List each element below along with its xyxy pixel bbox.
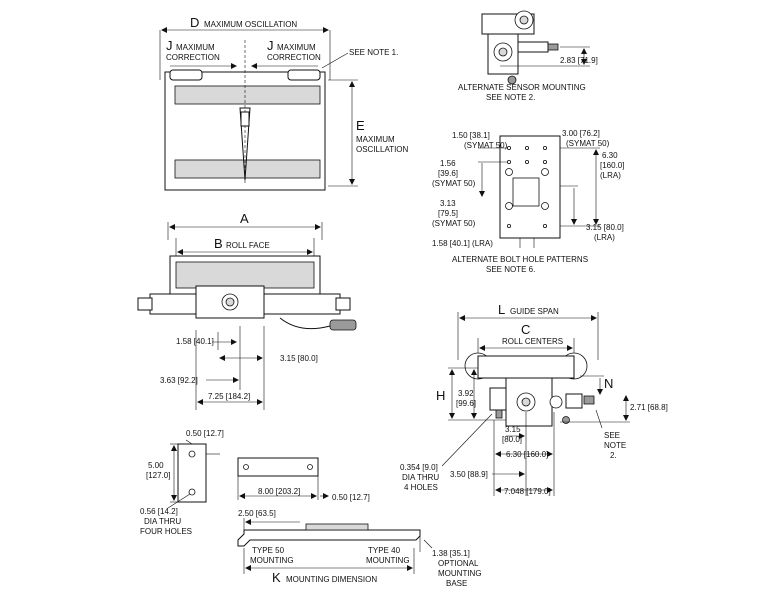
bolt-pattern-view: 1.50 [38.1] (SYMAT 50) 3.00 [76.2] (SYMA… — [432, 129, 624, 274]
j-left-label-1: MAXIMUM — [176, 43, 215, 52]
j-left-label-2: CORRECTION — [166, 53, 220, 62]
dim-250: 2.50 [63.5] — [238, 509, 276, 518]
end-view: L GUIDE SPAN C ROLL CENTERS H 3.92 [99.6… — [400, 302, 668, 496]
dim-313-a: 3.13 — [440, 199, 456, 208]
dim-150-sub: (SYMAT 50) — [464, 141, 508, 150]
dim-138-b: OPTIONAL — [438, 559, 479, 568]
base-plate-view: 0.50 [12.7] 5.00 [127.0] 0.56 [14.2] DIA… — [140, 429, 482, 588]
dim-283: 2.83 [71.9] — [560, 56, 598, 65]
n-dimension-letter: N — [604, 376, 613, 391]
j-left-letter: J — [166, 38, 173, 53]
dim-156-c: (SYMAT 50) — [432, 179, 476, 188]
e-dimension-letter: E — [356, 118, 365, 133]
dim-300: 3.00 [76.2] — [562, 129, 600, 138]
see-note-1: SEE NOTE 1. — [349, 48, 398, 57]
d-dimension-letter: D — [190, 15, 199, 30]
dim-500-b: [127.0] — [146, 471, 170, 480]
c-dimension-letter: C — [521, 322, 530, 337]
see-note-2-b: NOTE — [604, 441, 626, 450]
dim-354-c: 4 HOLES — [404, 483, 438, 492]
dim-056-c: FOUR HOLES — [140, 527, 192, 536]
dim-363: 3.63 [92.2] — [160, 376, 198, 385]
dim-313-c: (SYMAT 50) — [432, 219, 476, 228]
dim-056-a: 0.56 [14.2] — [140, 507, 178, 516]
dim-392-a: 3.92 — [458, 389, 474, 398]
b-dimension-letter: B — [214, 236, 223, 251]
dim-138-a: 1.38 [35.1] — [432, 549, 470, 558]
top-view: D MAXIMUM OSCILLATION J MAXIMUM CORRECTI… — [159, 15, 409, 191]
k-dimension-letter: K — [272, 570, 281, 585]
dim-392-b: [99.6] — [456, 399, 476, 408]
dim-725: 7.25 [184.2] — [208, 392, 250, 401]
c-dimension-label: ROLL CENTERS — [502, 337, 563, 346]
dim-050-right: 0.50 [12.7] — [332, 493, 370, 502]
dim-056-b: DIA THRU — [144, 517, 181, 526]
type40-label-2: MOUNTING — [366, 556, 410, 565]
dim-354-a: 0.354 [9.0] — [400, 463, 438, 472]
dim-315-a: 3.15 — [505, 425, 521, 434]
dim-138-d: BASE — [446, 579, 467, 588]
sensor-mounting-view: 2.83 [71.9] ALTERNATE SENSOR MOUNTING SE… — [458, 10, 598, 102]
d-dimension-label: MAXIMUM OSCILLATION — [204, 20, 297, 29]
dim-630-a: 6.30 — [602, 151, 618, 160]
b-dimension-label: ROLL FACE — [226, 241, 270, 250]
dim-050-top: 0.50 [12.7] — [186, 429, 224, 438]
bolt-caption-1: ALTERNATE BOLT HOLE PATTERNS — [452, 255, 588, 264]
dim-315-lra-sub: (LRA) — [594, 233, 615, 242]
dim-354-b: DIA THRU — [402, 473, 439, 482]
dim-150: 1.50 [38.1] — [452, 131, 490, 140]
a-dimension-letter: A — [240, 211, 249, 226]
dim-350: 3.50 [88.9] — [450, 470, 488, 479]
dim-158: 1.58 [40.1] — [176, 337, 214, 346]
e-dimension-label-1: MAXIMUM — [356, 135, 395, 144]
dim-7048: 7.048 [179.0] — [504, 487, 551, 496]
dim-500-a: 5.00 — [148, 461, 164, 470]
k-dimension-label: MOUNTING DIMENSION — [286, 575, 377, 584]
dim-313-b: [79.5] — [438, 209, 458, 218]
dim-156-b: [39.6] — [438, 169, 458, 178]
dim-158-lra: 1.58 [40.1] (LRA) — [432, 239, 493, 248]
sensor-caption-1: ALTERNATE SENSOR MOUNTING — [458, 83, 586, 92]
type50-label-2: MOUNTING — [250, 556, 294, 565]
sensor-caption-2: SEE NOTE 2. — [486, 93, 535, 102]
type40-label-1: TYPE 40 — [368, 546, 401, 555]
e-dimension-label-2: OSCILLATION — [356, 145, 409, 154]
dim-315-b: [80.0] — [502, 435, 522, 444]
type50-label-1: TYPE 50 — [252, 546, 285, 555]
dim-800: 8.00 [203.2] — [258, 487, 300, 496]
dim-156-a: 1.56 — [440, 159, 456, 168]
dim-271: 2.71 [68.8] — [630, 403, 668, 412]
dim-630-c: (LRA) — [600, 171, 621, 180]
side-view: A B ROLL FACE 1.58 [40.1] 3.15 [80.0] 3.… — [137, 211, 357, 410]
dim-300-sub: (SYMAT 50) — [566, 139, 610, 148]
see-note-2-c: 2. — [610, 451, 617, 460]
l-dimension-letter: L — [498, 302, 505, 317]
dim-138-c: MOUNTING — [438, 569, 482, 578]
dim-315-lra: 3.15 [80.0] — [586, 223, 624, 232]
l-dimension-label: GUIDE SPAN — [510, 307, 559, 316]
dim-630-end: 6.30 [160.0] — [506, 450, 548, 459]
h-dimension-letter: H — [436, 388, 445, 403]
j-right-label-1: MAXIMUM — [277, 43, 316, 52]
see-note-2-a: SEE — [604, 431, 620, 440]
bolt-caption-2: SEE NOTE 6. — [486, 265, 535, 274]
dim-315: 3.15 [80.0] — [280, 354, 318, 363]
dim-630-b: [160.0] — [600, 161, 624, 170]
j-right-letter: J — [267, 38, 274, 53]
j-right-label-2: CORRECTION — [267, 53, 321, 62]
